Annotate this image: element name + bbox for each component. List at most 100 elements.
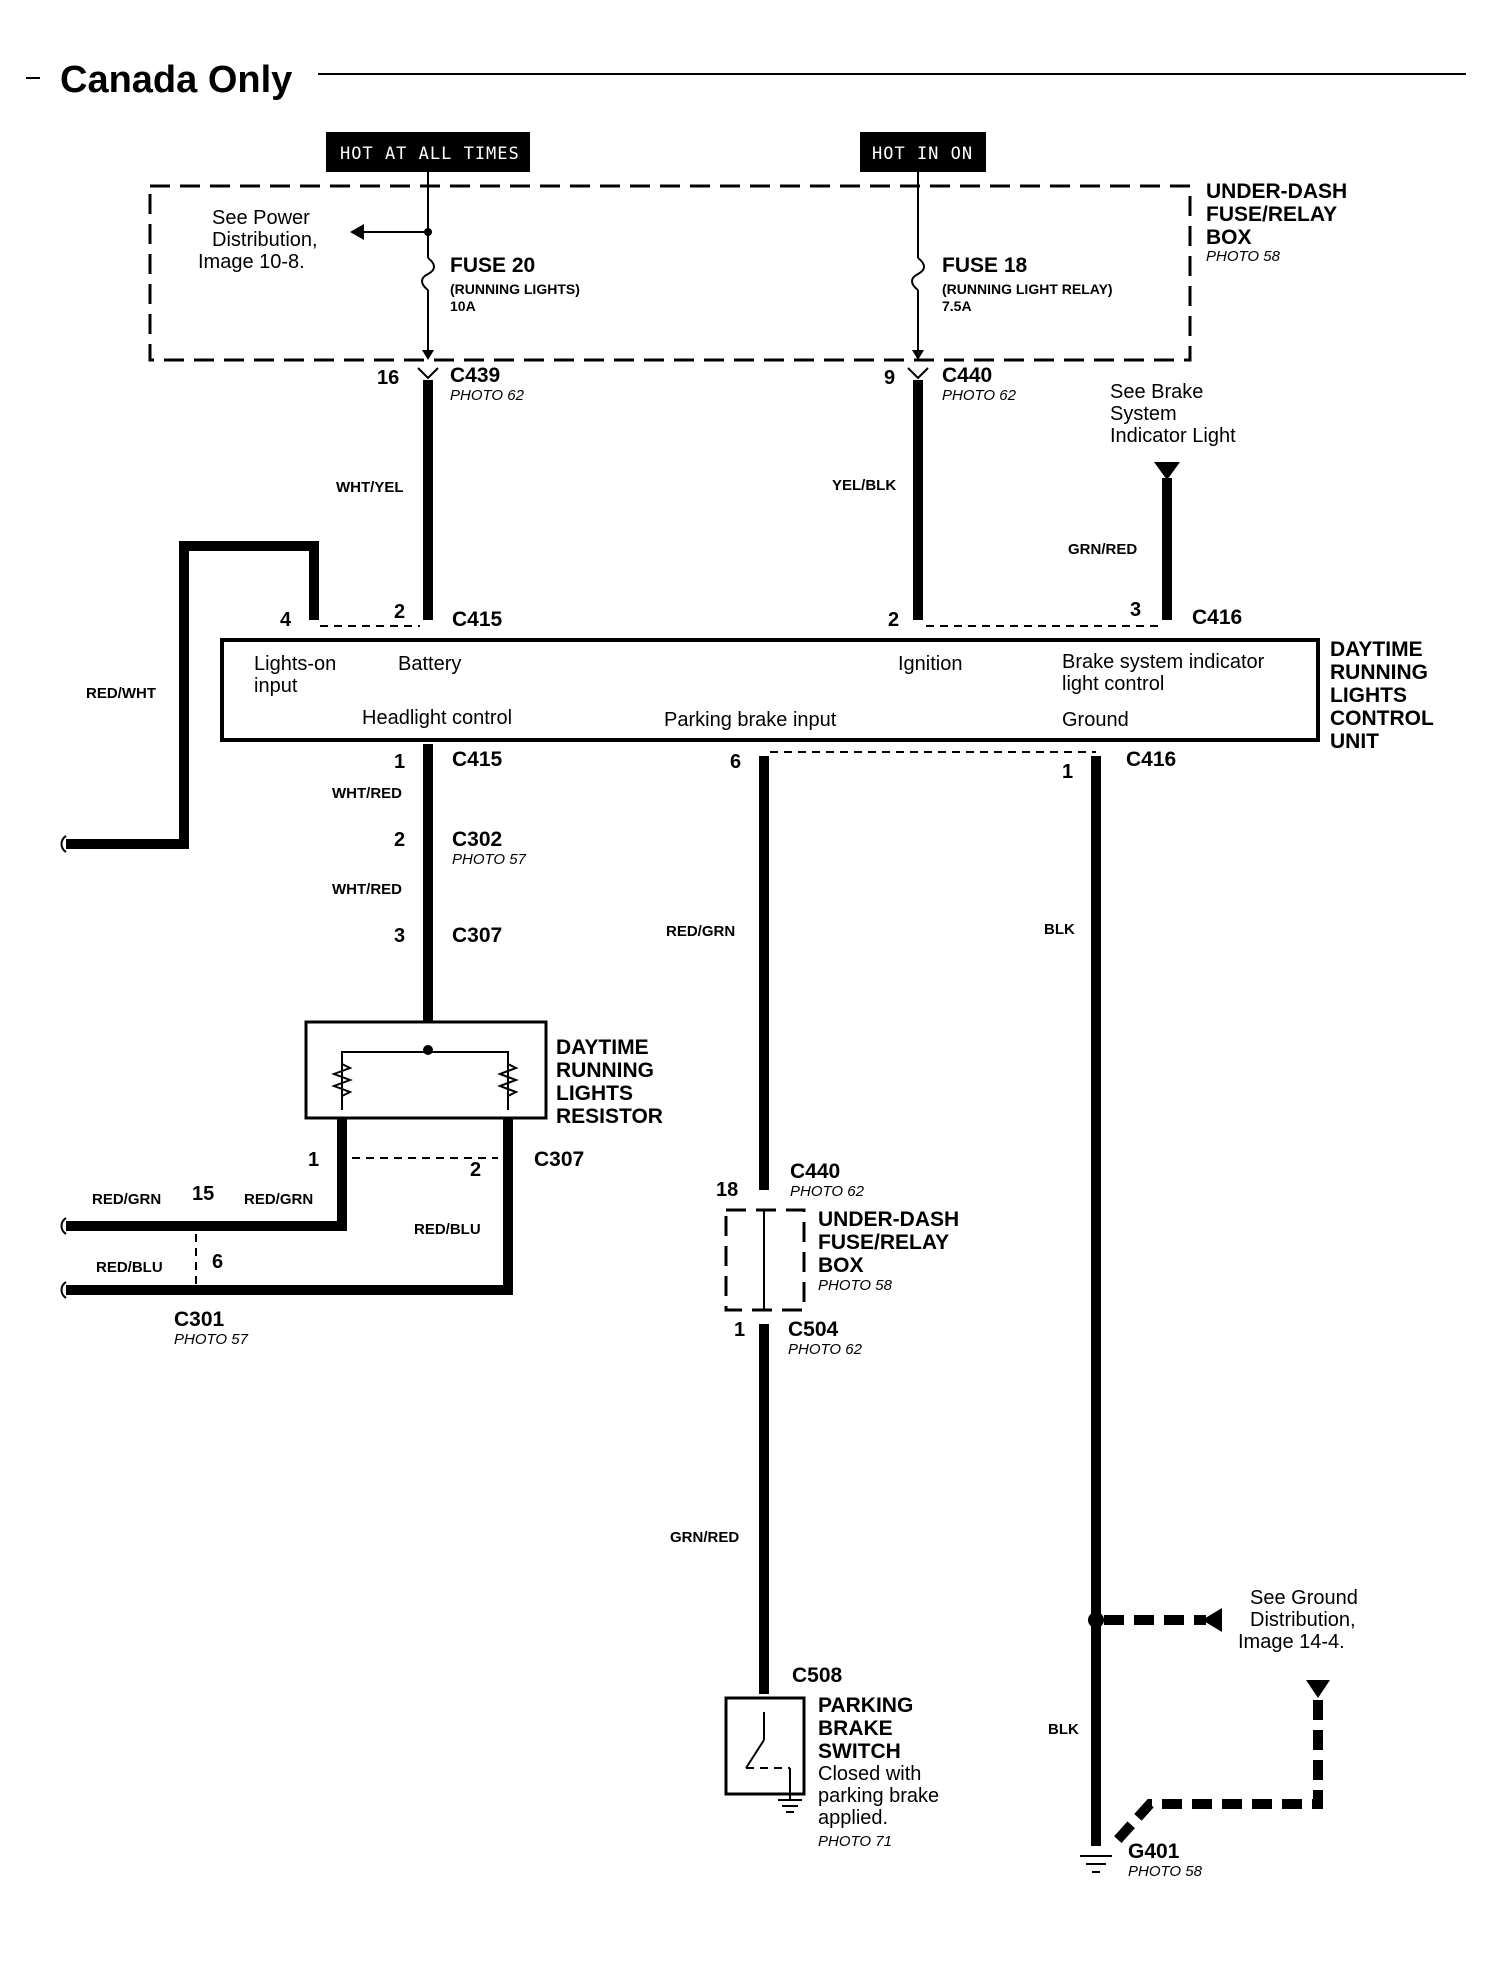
red-wht-wire (66, 541, 319, 849)
cu-ignition: Ignition (898, 653, 963, 675)
control-unit-box (220, 638, 1320, 742)
resistor-junction (423, 1045, 433, 1055)
wht-red-label-2: WHT/RED (332, 881, 402, 898)
cu-label2: RUNNING (1330, 661, 1428, 684)
c440-top-pin: 9 (884, 367, 895, 389)
hot-in-on-tag (860, 132, 986, 172)
c508-name: C508 (792, 1664, 843, 1687)
cu-battery: Battery (398, 653, 461, 675)
red-wht-label: RED/WHT (86, 685, 156, 702)
red-grn-break-icon (60, 1217, 67, 1235)
power-arrow-icon (350, 224, 364, 240)
fuse20-desc: (RUNNING LIGHTS) (450, 281, 580, 297)
c307-top-name: C307 (452, 924, 502, 947)
c440-top-name: C440 (942, 364, 992, 387)
hot-in-on-label: HOT IN ON (872, 144, 973, 164)
resistor1-icon (331, 1063, 353, 1097)
hot-at-all-times-tag (326, 132, 530, 172)
red-blu-break-icon (60, 1281, 67, 1299)
grn-red-top-label: GRN/RED (1068, 541, 1137, 558)
ground-arrow-icon (1202, 1608, 1222, 1632)
red-grn-left-wire (66, 1118, 347, 1231)
parking-switch-desc1: Closed with (818, 1763, 921, 1785)
see-brake-line3: Indicator Light (1110, 425, 1236, 447)
hot-at-all-times-label: HOT AT ALL TIMES (340, 144, 520, 164)
c302-photo: PHOTO 57 (452, 851, 527, 868)
c416-top-name: C416 (1192, 606, 1242, 629)
yel-blk-label: YEL/BLK (832, 477, 896, 494)
see-brake-line1: See Brake (1110, 381, 1203, 403)
ground-arrow-2-icon (1306, 1680, 1330, 1698)
see-brake-line2: System (1110, 403, 1177, 425)
c416-bot-pin-right: 1 (1062, 761, 1073, 783)
c416-top-pin-right: 3 (1130, 599, 1141, 621)
c307-bot-pin-right: 2 (470, 1159, 481, 1181)
under-dash-box-2-label2: FUSE/RELAY (818, 1231, 949, 1254)
fuse20-rating: 10A (450, 298, 476, 314)
see-ground-line3: Image 14-4. (1238, 1631, 1345, 1653)
c440-bot-pin: 18 (716, 1179, 738, 1201)
fuse18-rating: 7.5A (942, 298, 972, 314)
c301-pin-top: 15 (192, 1183, 214, 1205)
c415-top-name: C415 (452, 608, 503, 631)
red-blu-left-label: RED/BLU (96, 1259, 163, 1276)
c302-name: C302 (452, 828, 502, 851)
blk-bottom-label: BLK (1048, 1721, 1079, 1738)
see-power-line1: See Power (212, 207, 310, 229)
fuse20-junction (424, 228, 432, 236)
fuse20-name: FUSE 20 (450, 254, 535, 277)
under-dash-fuse-box-outline (148, 184, 1192, 362)
cu-brake-ind-1: Brake system indicator (1062, 651, 1265, 673)
cu-label4: CONTROL (1330, 707, 1434, 730)
c416-top-pin-left: 2 (888, 609, 899, 631)
page-title: Canada Only (60, 59, 292, 101)
see-power-line2: Distribution, (212, 229, 318, 251)
c307-bot-name: C307 (534, 1148, 584, 1171)
c307-top-pin: 3 (394, 925, 405, 947)
resistor-label1: DAYTIME (556, 1036, 649, 1059)
cu-label5: UNIT (1330, 730, 1379, 753)
under-dash-box-label-2: FUSE/RELAY (1206, 203, 1337, 226)
red-wht-break-icon (60, 835, 67, 853)
cu-brake-ind-2: light control (1062, 673, 1164, 695)
cu-label1: DAYTIME (1330, 638, 1423, 661)
blk-mid-label: BLK (1044, 921, 1075, 938)
grn-red-bottom-label: GRN/RED (670, 1529, 739, 1546)
parking-switch-desc2: parking brake (818, 1785, 939, 1807)
c439-photo: PHOTO 62 (450, 387, 525, 404)
parking-switch-photo: PHOTO 71 (818, 1833, 892, 1850)
c301-pin-bot: 6 (212, 1251, 223, 1273)
under-dash-box-2-label1: UNDER-DASH (818, 1208, 959, 1231)
cu-lights-on: Lights-on (254, 653, 336, 675)
under-dash-box-photo: PHOTO 58 (1206, 248, 1281, 265)
fuse20-arrow-icon (422, 350, 434, 360)
resistor2-icon (497, 1063, 519, 1097)
parking-switch-desc3: applied. (818, 1807, 888, 1829)
c415-bot-name: C415 (452, 748, 503, 771)
red-grn-left-label: RED/GRN (92, 1191, 161, 1208)
c439-pin: 16 (377, 367, 399, 389)
c415-top-pin-left: 4 (280, 609, 292, 631)
c415-bot-pin: 1 (394, 751, 405, 773)
under-dash-box-2-photo: PHOTO 58 (818, 1277, 893, 1294)
resistor-label4: RESISTOR (556, 1105, 663, 1128)
c504-photo: PHOTO 62 (788, 1341, 863, 1358)
fuse18-desc: (RUNNING LIGHT RELAY) (942, 281, 1113, 297)
c440-top-photo: PHOTO 62 (942, 387, 1017, 404)
parking-switch-label1: PARKING (818, 1694, 913, 1717)
cu-input: input (254, 675, 298, 697)
ground-junction (1088, 1612, 1104, 1628)
red-grn-left2-label: RED/GRN (244, 1191, 313, 1208)
c504-name: C504 (788, 1318, 839, 1341)
cu-headlight: Headlight control (362, 707, 512, 729)
cu-parking-brake: Parking brake input (664, 709, 837, 731)
c440-bot-photo: PHOTO 62 (790, 1183, 865, 1200)
c439-connector-icon (417, 367, 439, 380)
under-dash-box-label-3: BOX (1206, 226, 1252, 249)
c439-name: C439 (450, 364, 500, 387)
c302-pin: 2 (394, 829, 405, 851)
g401-photo: PHOTO 58 (1128, 1863, 1203, 1880)
ground-return-wire (1108, 1700, 1323, 1850)
c415-top-pin-right: 2 (394, 601, 405, 623)
resistor-label3: LIGHTS (556, 1082, 633, 1105)
